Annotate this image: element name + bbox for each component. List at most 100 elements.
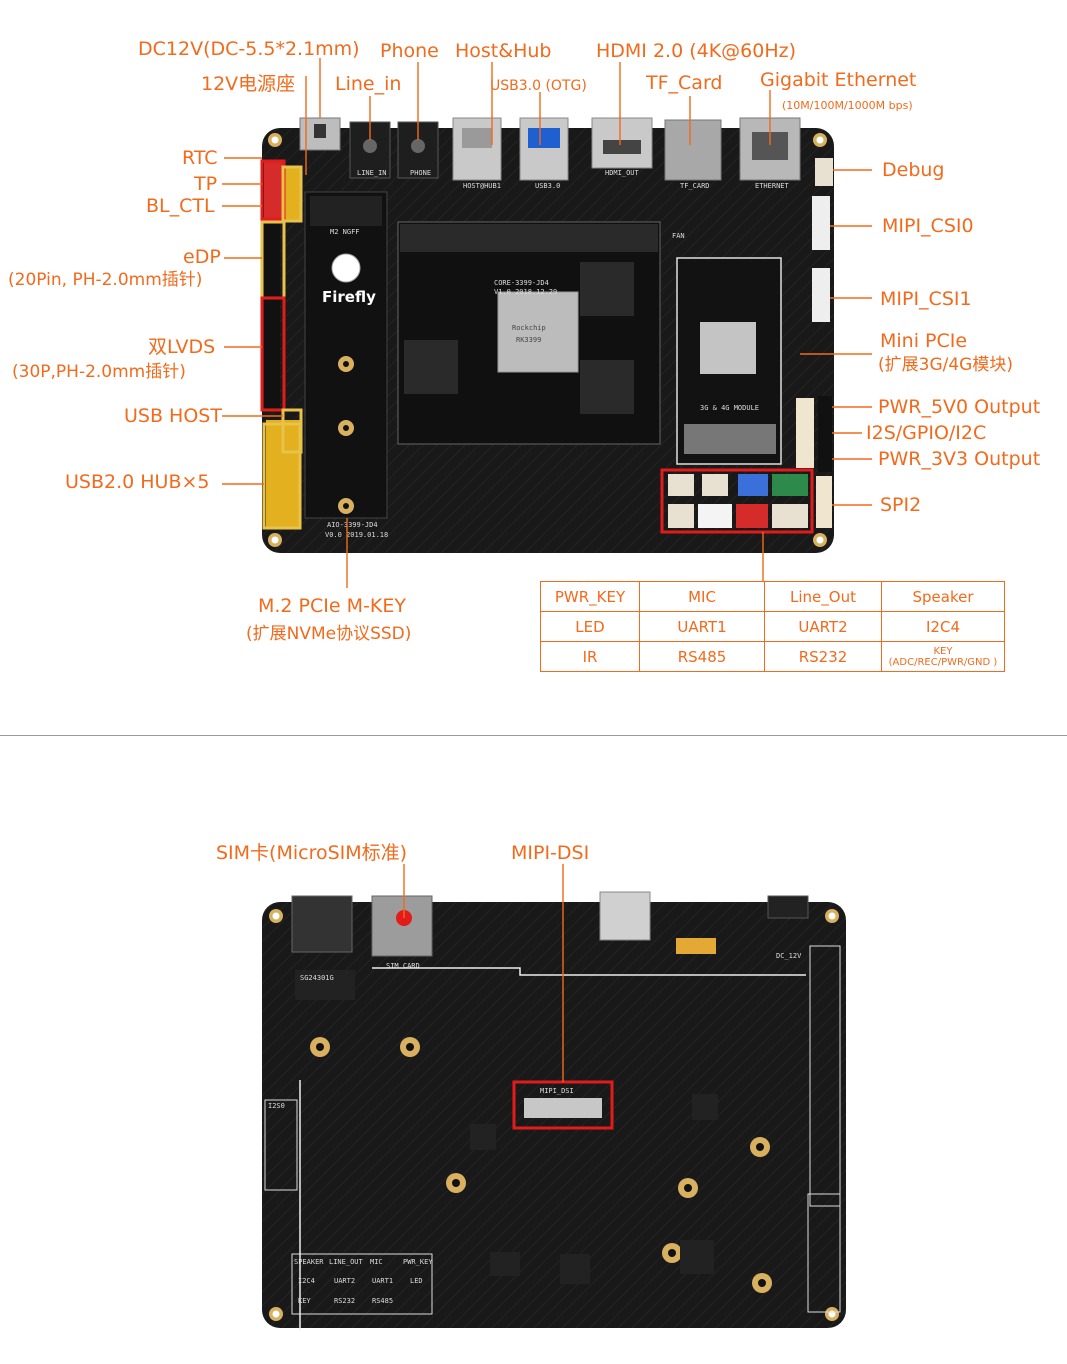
board-version-silk: V0.0 2019.01.18 [325,531,388,539]
label-line-in: Line_in [335,73,402,95]
m2-ngff-slot [304,191,388,519]
chip-id-silk: RK3399 [516,336,541,344]
label-tf-card: TF_Card [646,72,723,94]
pwr-key-connector [668,474,694,496]
chip-mark-silk: SG24301G [300,974,334,982]
sim-card-silk: SIM CARD [386,962,420,970]
edp-header [264,224,280,296]
rs232-silk: RS232 [334,1297,355,1305]
key-label: KEY [933,645,953,657]
table-cell: Speaker [881,581,1005,612]
table-cell: RS232 [764,641,882,672]
table-cell: UART2 [764,611,882,642]
table-row: PWR_KEY MIC Line_Out Speaker [540,581,1005,612]
debug-connector [815,158,833,186]
label-lvds: 双LVDS [148,336,216,358]
led-connector [668,504,694,528]
section-divider [0,735,1067,736]
3g4g-module-chip [700,322,756,374]
module-3g4g-silk: 3G & 4G MODULE [700,404,759,412]
chip-brand-silk: Rockchip [512,324,546,332]
spi2-connector [816,476,832,528]
label-usb3: USB3.0 (OTG) [490,78,587,94]
label-i2s-gpio: I2S/GPIO/I2C [866,422,987,444]
label-ethernet-speed: (10M/100M/1000M bps) [782,99,913,112]
label-hdmi: HDMI 2.0 (4K@60Hz) [596,40,797,62]
line-out-silk: LINE_OUT [329,1258,364,1266]
usb-host-port [452,117,502,181]
table-cell: MIC [639,581,765,612]
line-out-connector [738,474,768,496]
usb-underside [599,891,651,941]
top-board: Firefly AIO-3399-JD4 V0.0 2019.01.18 Roc… [222,58,872,588]
label-rtc: RTC [182,147,218,169]
label-tp: TP [194,173,218,195]
phone-silk: PHONE [410,169,431,177]
label-mini-pcie: Mini PCIe [880,330,968,352]
tp-blctl-connector [264,162,284,218]
label-mipi-csi1: MIPI_CSI1 [880,288,972,310]
label-edp-desc: (20Pin, PH-2.0mm插针) [8,270,203,290]
ic-chip [692,1094,718,1120]
label-power-seat: 12V电源座 [201,73,296,95]
table-cell: UART1 [639,611,765,642]
cap [676,938,716,954]
lvds-header [264,300,280,408]
tf-card-slot [664,119,722,181]
label-sim: SIM卡(MicroSIM标准) [216,842,408,864]
table-cell: RS485 [639,641,765,672]
label-edp: eDP [183,246,221,268]
label-phone: Phone [380,40,439,62]
uart2-connector [736,504,768,528]
line-in-silk: LINE_IN [357,169,387,177]
uart1-silk: UART1 [372,1277,393,1285]
table-cell-key: KEY (ADC/REC/PWR/GND ) [881,641,1005,672]
firefly-logo [331,253,361,283]
board-model-silk: AIO-3399-JD4 [327,521,378,529]
ic-chip [560,1254,590,1284]
label-m2-desc: (扩展NVMe协议SSD) [246,624,412,644]
table-cell: PWR_KEY [540,581,640,612]
mipi-csi1-connector [812,268,830,322]
tp-header [284,168,300,220]
speaker-connector [772,474,808,496]
ethernet-silk: ETHERNET [755,182,790,190]
table-cell: Line_Out [764,581,882,612]
pwr-i2s-connectors [796,398,814,468]
rs485-silk: RS485 [372,1297,393,1305]
m2-ngff-silk: M2 NGFF [330,228,360,236]
label-debug: Debug [882,159,945,181]
mipi-dsi-silk: MIPI_DSI [540,1087,574,1095]
label-pwr-3v3: PWR_3V3 Output [878,448,1041,470]
label-mini-pcie-desc: (扩展3G/4G模块) [878,355,1013,375]
core-model-silk: CORE-3399-JD4 [494,279,549,287]
key-silk: KEY [298,1297,311,1305]
bottom-board: SIM CARD SG24301G DC_12V MIPI_DSI I2S0 S… [262,864,846,1330]
label-usb-host: USB HOST [124,405,222,427]
ethernet-underside [291,895,353,953]
label-mipi-dsi: MIPI-DSI [511,842,590,864]
dc12v-silk: DC_12V [776,952,802,960]
hdmi-out-silk: HDMI_OUT [605,169,640,177]
mic-connector [702,474,728,496]
key-sub-label: (ADC/REC/PWR/GND ) [888,656,998,668]
audio-io-highlight [660,468,814,534]
usb3-port [519,117,569,181]
mipi-csi0-connector [812,196,830,250]
core-version-silk: V1.0 2018.12.29 [494,288,557,296]
table-row: IR RS485 RS232 KEY (ADC/REC/PWR/GND ) [540,641,1005,672]
label-m2-pcie: M.2 PCIe M-KEY [258,595,406,617]
label-host-hub: Host&Hub [455,40,552,62]
sim-card-slot [371,895,433,957]
table-cell: I2C4 [881,611,1005,642]
tf-card-silk: TF_CARD [680,182,710,190]
tp-highlight [281,165,303,223]
table-cell: LED [540,611,640,642]
label-usb-hub: USB2.0 HUB×5 [65,471,210,493]
host-hub-silk: HOST@HUB1 [463,182,501,190]
i2c4-connector [772,504,808,528]
pwr-key-silk: PWR_KEY [403,1258,433,1266]
sg24301g-chip [295,970,355,1000]
interface-table: PWR_KEY MIC Line_Out Speaker LED UART1 U… [540,581,1005,672]
